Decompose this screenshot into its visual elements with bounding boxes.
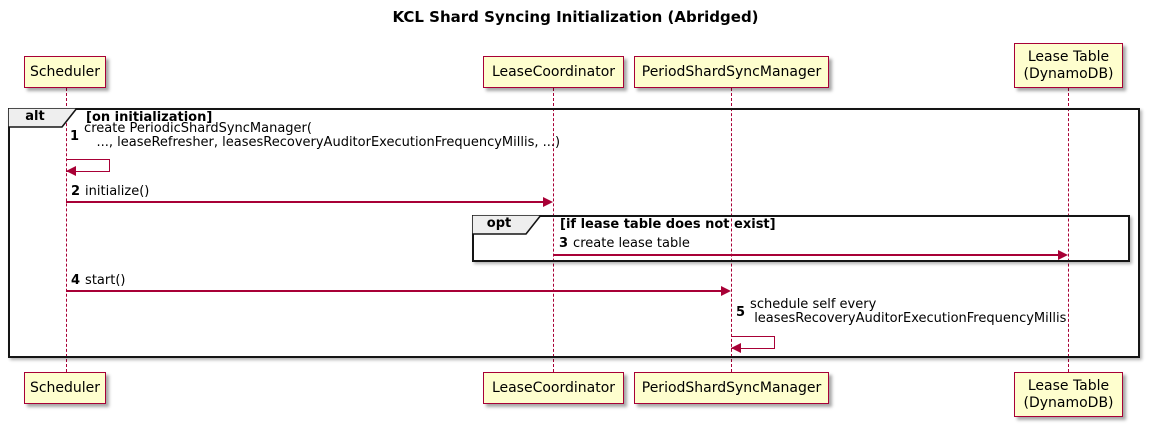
message-1-arrowhead [66, 166, 76, 176]
message-3-number: 3 [559, 236, 569, 251]
participant-lease-table-bottom: Lease Table (DynamoDB) [1014, 372, 1123, 417]
alt-frame-keyword: alt [25, 109, 45, 124]
message-3-arrowhead [1058, 250, 1068, 260]
participant-period-shard-sync-manager-top: PeriodShardSyncManager [634, 56, 829, 88]
message-1-self-arrow [66, 159, 110, 172]
message-1-number: 1 [70, 128, 80, 144]
message-4-text: start() [85, 272, 126, 288]
participant-lease-coordinator-bottom: LeaseCoordinator [483, 372, 624, 404]
message-1-text: create PeriodicShardSyncManager( ..., le… [84, 121, 561, 150]
opt-frame [472, 215, 1130, 262]
lifeline-scheduler [66, 88, 67, 372]
alt-frame-pentagon [7, 107, 79, 128]
message-2-label: 2 initialize() [71, 184, 149, 199]
message-5-self-arrow [731, 336, 775, 349]
participant-period-shard-sync-manager-bottom: PeriodShardSyncManager [634, 372, 829, 404]
opt-frame-pentagon [471, 214, 543, 235]
lifeline-lease-table [1068, 88, 1069, 372]
message-3-arrow [553, 254, 1059, 256]
message-5-arrowhead [731, 343, 741, 353]
message-5-text: schedule self every leasesRecoveryAudito… [750, 297, 1067, 326]
lifeline-period-shard-sync-manager [731, 88, 732, 372]
participant-scheduler-top: Scheduler [24, 56, 106, 88]
message-1-label: 1 create PeriodicShardSyncManager( ..., … [70, 122, 560, 150]
message-4-number: 4 [71, 273, 81, 288]
opt-frame-keyword: opt [486, 216, 512, 231]
alt-frame-condition: [on initialization] [86, 110, 213, 125]
message-2-arrow [66, 201, 544, 203]
opt-frame-label: opt [471, 214, 544, 235]
message-3-text: create lease table [573, 235, 690, 251]
message-2-arrowhead [543, 197, 553, 207]
message-3-label: 3 create lease table [559, 236, 690, 251]
alt-frame [8, 108, 1140, 358]
message-2-number: 2 [71, 184, 81, 199]
participant-lease-table-top: Lease Table (DynamoDB) [1014, 43, 1123, 88]
diagram-title: KCL Shard Syncing Initialization (Abridg… [392, 8, 759, 26]
message-4-arrow [66, 290, 722, 292]
lifeline-lease-coordinator [553, 88, 554, 372]
message-5-label: 5 schedule self every leasesRecoveryAudi… [736, 298, 1066, 326]
participant-scheduler-bottom: Scheduler [24, 372, 106, 404]
opt-frame-condition: [if lease table does not exist] [560, 217, 776, 232]
message-4-label: 4 start() [71, 273, 125, 288]
alt-frame-label: alt [7, 107, 80, 128]
message-5-number: 5 [736, 304, 746, 320]
message-2-text: initialize() [85, 183, 150, 199]
message-4-arrowhead [721, 286, 731, 296]
participant-lease-coordinator-top: LeaseCoordinator [483, 56, 624, 88]
